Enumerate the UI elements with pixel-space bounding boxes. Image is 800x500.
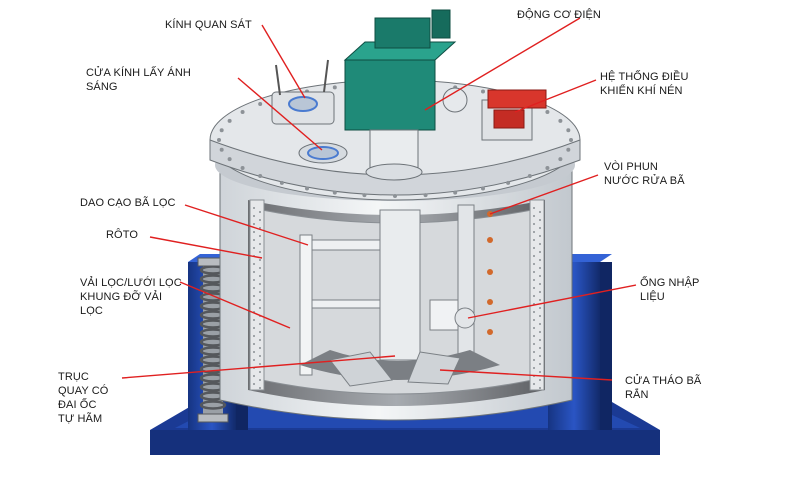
pneumatic-control [442, 87, 547, 141]
label-sight-glass: KÍNH QUAN SÁT [165, 19, 252, 31]
label-pneumatic-control: HỆ THỐNG ĐIỀU KHIỂN KHÍ NÉN [600, 71, 689, 97]
label-shaft-nut: TRỤC QUAY CÓ ĐAI ỐC TỰ HÃM [58, 371, 109, 425]
label-electric-motor: ĐỘNG CƠ ĐIỆN [517, 9, 601, 21]
rotor [299, 204, 476, 376]
label-rotor: RÔTO [106, 229, 138, 241]
sight-glass [271, 59, 335, 125]
leader-lines [121, 17, 637, 381]
label-cake-scraper: DAO CẠO BÃ LỌC [80, 197, 176, 209]
label-filter-cloth: VẢI LỌC/LƯỚI LỌC KHUNG ĐỠ VẢI LỌC [80, 277, 182, 317]
label-wash-nozzle: VÒI PHUN NƯỚC RỬA BÃ [604, 161, 685, 187]
light-window [298, 142, 348, 164]
label-feed-pipe: ỐNG NHẬP LIỆU [640, 277, 700, 303]
suspension-spring [197, 257, 229, 423]
electric-motor [343, 9, 457, 181]
label-light-window: CỬA KÍNH LẤY ÁNH SÁNG [86, 67, 191, 93]
wash-nozzles [487, 211, 493, 335]
label-discharge-door: CỬA THÁO BÃ RẮN [625, 375, 702, 401]
